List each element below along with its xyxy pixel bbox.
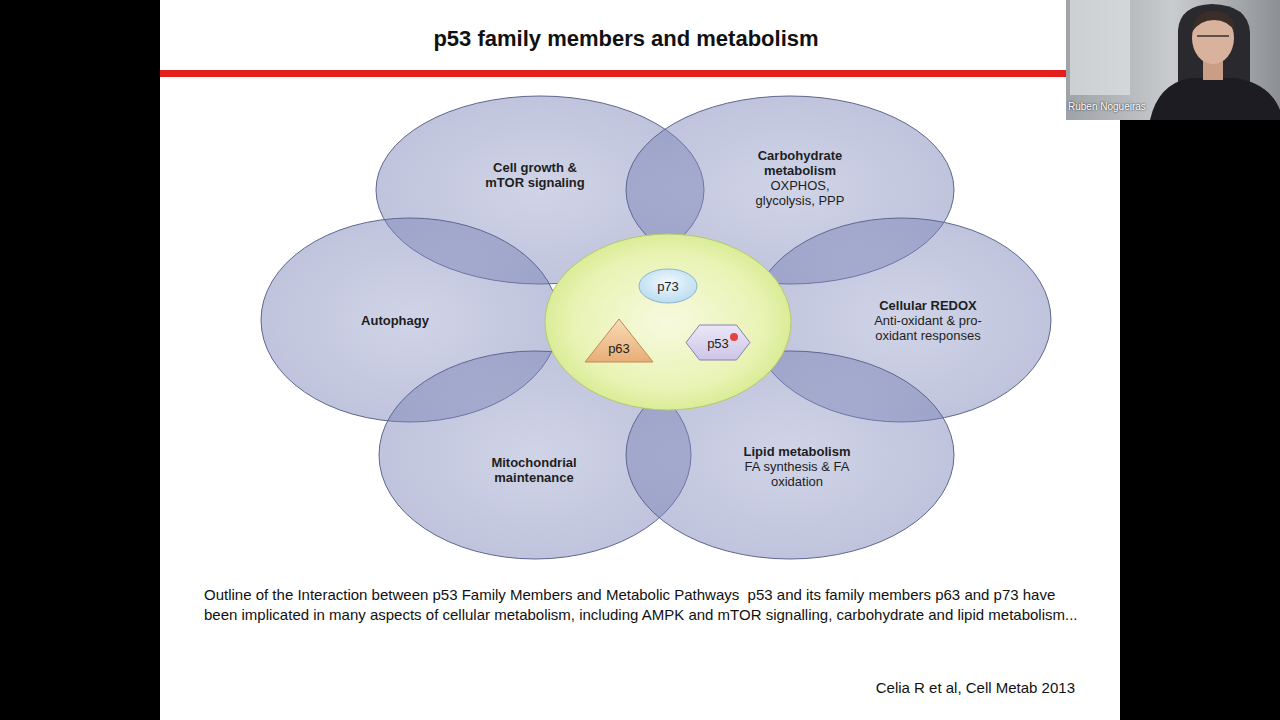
protein-name: p63: [594, 341, 644, 356]
webcam-frame: [1066, 0, 1280, 120]
pathway-detail: FA synthesis & FA oxidation: [735, 459, 860, 489]
webcam-person-body: [1150, 78, 1280, 120]
title-rule: [160, 70, 1066, 77]
pathway-heading: Carbohydrate metabolism: [745, 148, 855, 178]
pathway-heading: Lipid metabolism: [735, 444, 860, 459]
webcam-person-hair: [1192, 11, 1235, 32]
protein-name: p73: [643, 279, 693, 294]
node-text-block: p63: [594, 341, 644, 356]
pathway-ellipse-shape: [626, 351, 954, 559]
figure-caption: Outline of the Interaction between p53 F…: [204, 585, 1084, 624]
webcam-person-head: [1192, 12, 1234, 64]
citation: Celia R et al, Cell Metab 2013: [876, 679, 1075, 696]
node-text-block: p73: [643, 279, 693, 294]
hexagon-shape: [686, 325, 750, 360]
protein-shape: p73: [638, 268, 698, 304]
node-text-block: Cell growth & mTOR signaling: [480, 160, 590, 190]
node-text-block: p53: [693, 336, 743, 351]
webcam-window: [1070, 0, 1130, 95]
pathway-detail: Anti-oxidant & pro-oxidant responses: [872, 313, 984, 343]
node-text-block: Mitochondrial maintenance: [479, 455, 589, 485]
presenter-name: Ruben Nogueiras: [1068, 101, 1146, 112]
webcam-person-neck: [1203, 58, 1223, 80]
protein-shape: p63: [584, 318, 654, 364]
pathway-detail: OXPHOS, glycolysis, PPP: [745, 178, 855, 208]
pathway-heading: Autophagy: [340, 313, 450, 328]
protein-shape: p53: [685, 324, 751, 361]
slide-title: p53 family members and metabolism: [160, 26, 1092, 52]
oval-shape: [639, 269, 697, 303]
triangle-shape: [585, 319, 653, 362]
webcam-chair: [1178, 4, 1250, 85]
pathway-heading: Mitochondrial maintenance: [479, 455, 589, 485]
webcam-person-glasses: [1197, 35, 1229, 37]
metabolic-pathway-ellipse: Lipid metabolismFA synthesis & FA oxidat…: [625, 350, 955, 560]
node-text-block: Lipid metabolismFA synthesis & FA oxidat…: [735, 444, 860, 489]
pathway-heading: Cellular REDOX: [872, 298, 984, 313]
node-text-block: Carbohydrate metabolismOXPHOS, glycolysi…: [745, 148, 855, 208]
node-text-block: Autophagy: [340, 313, 450, 328]
node-text-block: Cellular REDOXAnti-oxidant & pro-oxidant…: [872, 298, 984, 343]
protein-name: p53: [693, 336, 743, 351]
pathway-heading: Cell growth & mTOR signaling: [480, 160, 590, 190]
